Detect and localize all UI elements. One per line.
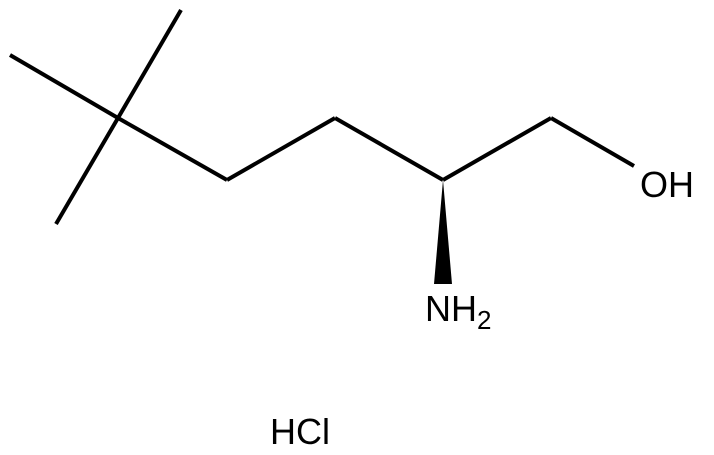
hydroxyl-label: OH (640, 164, 694, 205)
salt-label: HCl (270, 411, 330, 452)
bond-methyl-lower (54, 116, 120, 226)
bond-methyl-top (116, 8, 183, 120)
wedge-bond-amine (434, 180, 452, 284)
amine-subscript: 2 (477, 305, 491, 335)
bond-c7-oxygen (549, 116, 636, 168)
bond-methyl-upper-left (8, 53, 120, 120)
amine-main-text: NH (425, 288, 477, 329)
bond-c4-c5 (226, 116, 336, 182)
amine-label: NH2 (425, 288, 491, 335)
bond-c3-c4 (117, 116, 228, 182)
bond-c5-c6 (334, 116, 444, 182)
bond-c6-c7 (442, 116, 552, 182)
